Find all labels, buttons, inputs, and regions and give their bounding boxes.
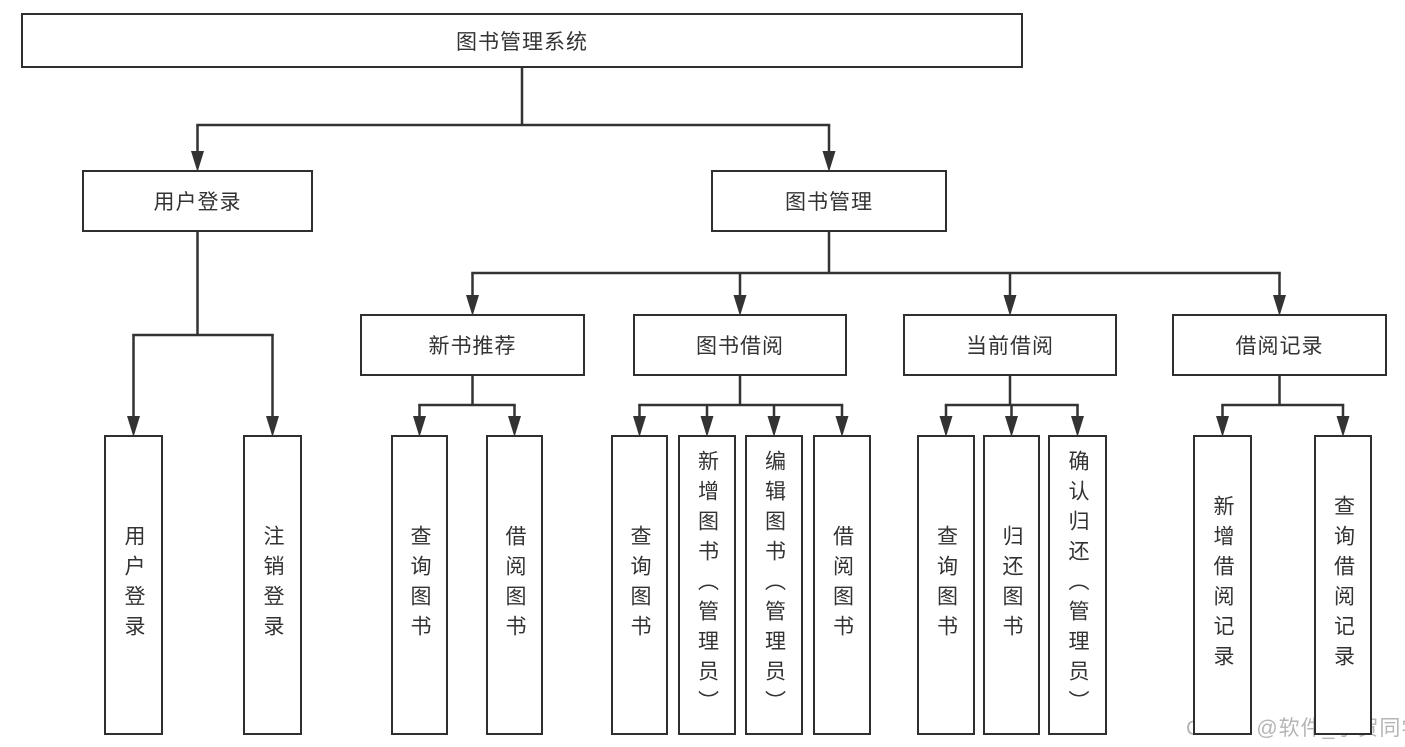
node-new-book-rec: 新书推荐 [360,314,585,376]
node-book-borrow: 图书借阅 [633,314,847,376]
node-label: 注销登录 [261,525,284,645]
node-leaf-query-book-rec: 查询图书 [391,435,448,735]
node-leaf-query-borrow-record: 查询借阅记录 [1314,435,1372,735]
node-leaf-add-book-admin: 新增图书（管理员） [678,435,736,735]
node-root: 图书管理系统 [21,13,1023,68]
node-label: 用户登录 [153,191,242,214]
node-leaf-borrow-book-rec: 借阅图书 [486,435,543,735]
node-label: 当前借阅 [966,335,1054,358]
node-label: 用户登录 [122,525,145,645]
node-leaf-edit-book-admin: 编辑图书（管理员） [745,435,803,735]
node-user-login: 用户登录 [82,170,313,232]
node-borrow-records: 借阅记录 [1172,314,1387,376]
node-leaf-borrow-book-borrow: 借阅图书 [813,435,871,735]
node-leaf-query-book-current: 查询图书 [917,435,975,735]
node-current-borrow: 当前借阅 [903,314,1117,376]
node-label: 查询借阅记录 [1331,495,1355,675]
node-leaf-return-book: 归还图书 [983,435,1040,735]
node-label: 新增借阅记录 [1211,495,1234,675]
node-leaf-query-book-borrow: 查询图书 [611,435,668,735]
node-label: 归还图书 [1000,525,1023,645]
node-leaf-confirm-return: 确认归还（管理员） [1048,435,1107,735]
node-label: 图书借阅 [696,335,784,358]
node-leaf-logout: 注销登录 [243,435,302,735]
node-label: 确认归还（管理员） [1066,450,1089,720]
node-label: 查询图书 [628,525,651,645]
node-label: 借阅图书 [830,525,854,645]
node-label: 借阅图书 [503,525,526,645]
node-label: 编辑图书（管理员） [762,450,786,720]
node-label: 查询图书 [934,525,958,645]
node-label: 借阅记录 [1235,335,1324,358]
node-label: 新书推荐 [428,335,517,358]
node-leaf-user-login: 用户登录 [104,435,163,735]
node-book-mgmt: 图书管理 [711,170,947,232]
node-label: 图书管理 [785,191,873,214]
node-leaf-add-borrow-record: 新增借阅记录 [1193,435,1252,735]
node-label: 查询图书 [408,525,431,645]
node-label: 图书管理系统 [456,30,588,54]
node-label: 新增图书（管理员） [695,450,719,720]
